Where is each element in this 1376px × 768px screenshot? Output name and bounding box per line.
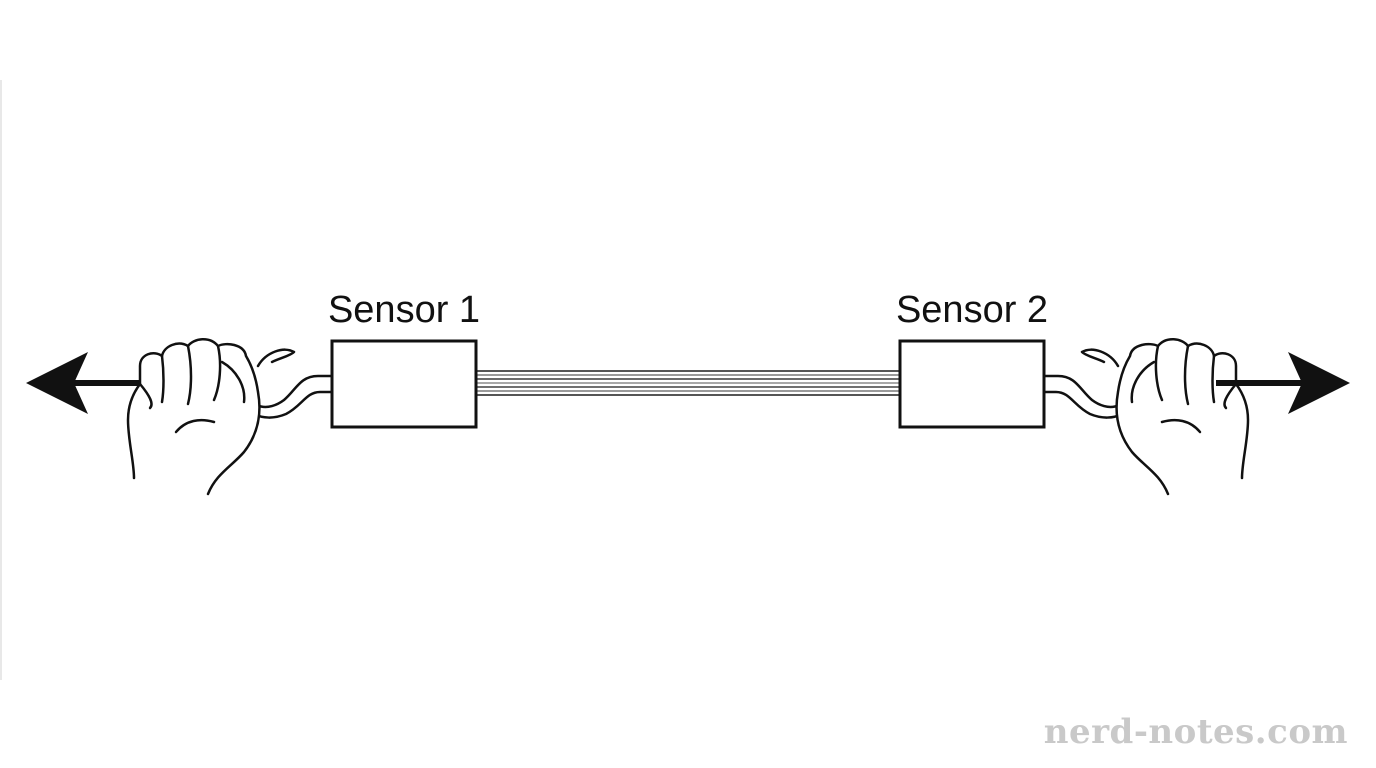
sensor-1-label: Sensor 1 — [328, 289, 480, 331]
cable — [476, 369, 900, 397]
right-hand-icon — [1115, 338, 1250, 496]
left-hand-icon — [126, 338, 261, 496]
watermark: nerd-notes.com — [1044, 712, 1348, 752]
sensor-2-box — [898, 339, 1046, 429]
left-page-edge — [0, 80, 2, 680]
sensor-1-box — [330, 339, 478, 429]
right-arrow-icon — [1216, 352, 1350, 414]
sensor-2-label: Sensor 2 — [896, 289, 1048, 331]
